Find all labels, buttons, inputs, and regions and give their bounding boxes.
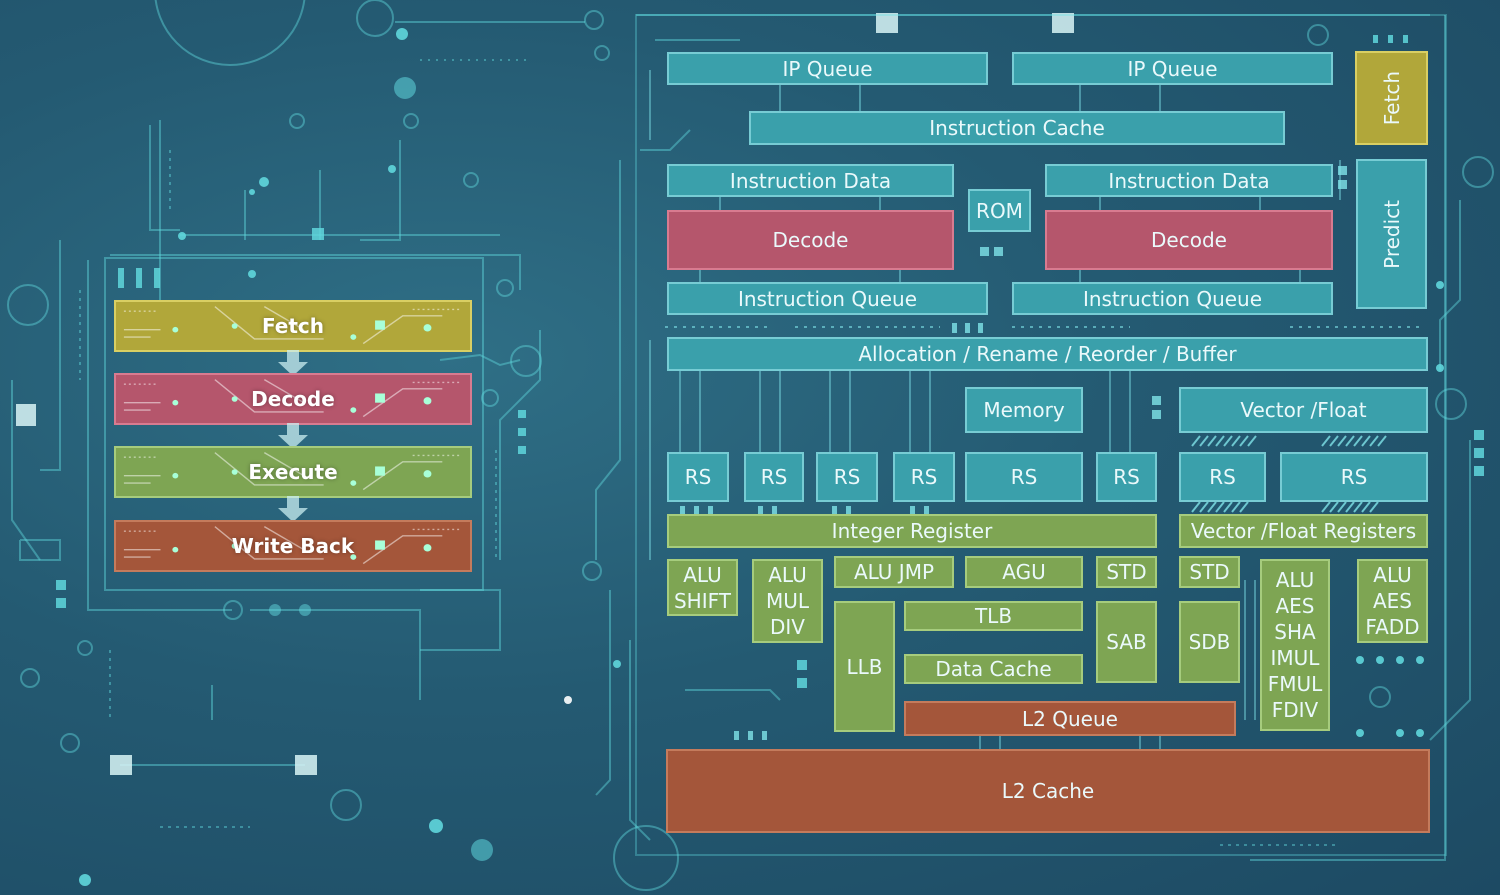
circuit-pattern-icon — [123, 452, 463, 491]
ip-queue-1: IP Queue — [667, 52, 988, 85]
alu-shift: ALU SHIFT — [667, 559, 738, 616]
alu-aes-fadd: ALU AES FADD — [1357, 559, 1428, 643]
vector-float-registers: Vector /Float Registers — [1179, 514, 1428, 548]
alu-jmp: ALU JMP — [834, 556, 954, 588]
circuit-pattern-icon — [123, 379, 463, 418]
l2-cache: L2 Cache — [666, 749, 1430, 833]
vector-float-unit: Vector /Float — [1179, 387, 1428, 433]
pipeline-stage-execute: Execute — [114, 446, 472, 498]
instruction-data-2: Instruction Data — [1045, 164, 1333, 197]
pipeline-stage-label: Fetch — [261, 314, 325, 338]
sab: SAB — [1096, 601, 1157, 683]
pipeline-stage-label: Write Back — [231, 534, 355, 558]
sdb: SDB — [1179, 601, 1240, 683]
instruction-queue-2: Instruction Queue — [1012, 282, 1333, 315]
circuit-pattern-icon — [123, 306, 463, 345]
memory-unit: Memory — [965, 387, 1083, 433]
reservation-station: RS — [893, 452, 955, 502]
integer-register: Integer Register — [667, 514, 1157, 548]
std-1: STD — [1096, 556, 1157, 588]
reservation-station: RS — [1280, 452, 1428, 502]
reservation-station: RS — [965, 452, 1083, 502]
std-2: STD — [1179, 556, 1240, 588]
tlb: TLB — [904, 601, 1083, 631]
ip-queue-2: IP Queue — [1012, 52, 1333, 85]
l2-queue: L2 Queue — [904, 701, 1236, 736]
fetch-unit: Fetch — [1355, 51, 1428, 145]
pipeline-stage-fetch: Fetch — [114, 300, 472, 352]
circuit-pattern-icon — [123, 526, 463, 565]
instruction-data-1: Instruction Data — [667, 164, 954, 197]
data-cache: Data Cache — [904, 654, 1083, 684]
decode-2: Decode — [1045, 210, 1333, 270]
arrow-down-icon — [278, 423, 308, 449]
reservation-station: RS — [1179, 452, 1266, 502]
alu-mul-div: ALU MUL DIV — [752, 559, 823, 643]
arrow-down-icon — [278, 496, 308, 522]
pipeline-stage-write-back: Write Back — [114, 520, 472, 572]
agu: AGU — [965, 556, 1083, 588]
instruction-queue-1: Instruction Queue — [667, 282, 988, 315]
alu-aes-sha-imul-fmul-fdiv: ALU AES SHA IMUL FMUL FDIV — [1260, 559, 1330, 731]
reservation-station: RS — [744, 452, 804, 502]
reservation-station: RS — [1096, 452, 1157, 502]
predict-unit: Predict — [1356, 159, 1427, 309]
allocation-rename-reorder-buffer: Allocation / Rename / Reorder / Buffer — [667, 337, 1428, 371]
reservation-station: RS — [816, 452, 878, 502]
decode-1: Decode — [667, 210, 954, 270]
instruction-cache: Instruction Cache — [749, 111, 1285, 145]
reservation-station: RS — [667, 452, 729, 502]
llb: LLB — [834, 601, 895, 732]
pipeline-stage-label: Execute — [248, 460, 338, 484]
arrow-down-icon — [278, 350, 308, 376]
fetch-label: Fetch — [1379, 70, 1404, 126]
predict-label: Predict — [1379, 199, 1404, 269]
pipeline-stage-decode: Decode — [114, 373, 472, 425]
pipeline-stage-label: Decode — [251, 387, 335, 411]
rom: ROM — [968, 189, 1031, 232]
